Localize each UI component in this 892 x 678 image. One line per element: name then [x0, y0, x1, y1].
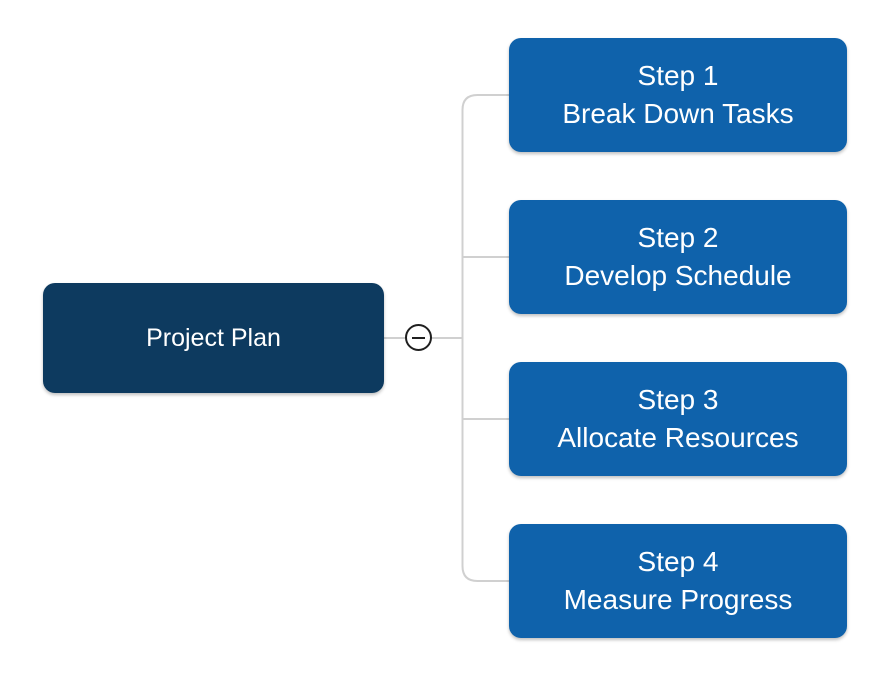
step-node-2[interactable]: Step 2 Develop Schedule [509, 200, 847, 314]
step-subtitle: Break Down Tasks [562, 98, 794, 129]
minus-icon [412, 336, 425, 339]
step-node-3[interactable]: Step 3 Allocate Resources [509, 362, 847, 476]
step-subtitle: Allocate Resources [557, 422, 799, 453]
branch-trunk-line [461, 94, 509, 582]
step-title: Step 1 [637, 60, 719, 91]
collapse-toggle-button[interactable] [405, 324, 432, 351]
step-title: Step 4 [637, 546, 719, 577]
step-node-1[interactable]: Step 1 Break Down Tasks [509, 38, 847, 152]
step-subtitle: Measure Progress [563, 584, 793, 615]
step-subtitle: Develop Schedule [564, 260, 792, 291]
root-node-project-plan[interactable]: Project Plan [43, 283, 384, 393]
step-node-4[interactable]: Step 4 Measure Progress [509, 524, 847, 638]
step-title: Step 2 [637, 222, 719, 253]
root-node-label: Project Plan [146, 323, 281, 352]
step-title: Step 3 [637, 384, 719, 415]
